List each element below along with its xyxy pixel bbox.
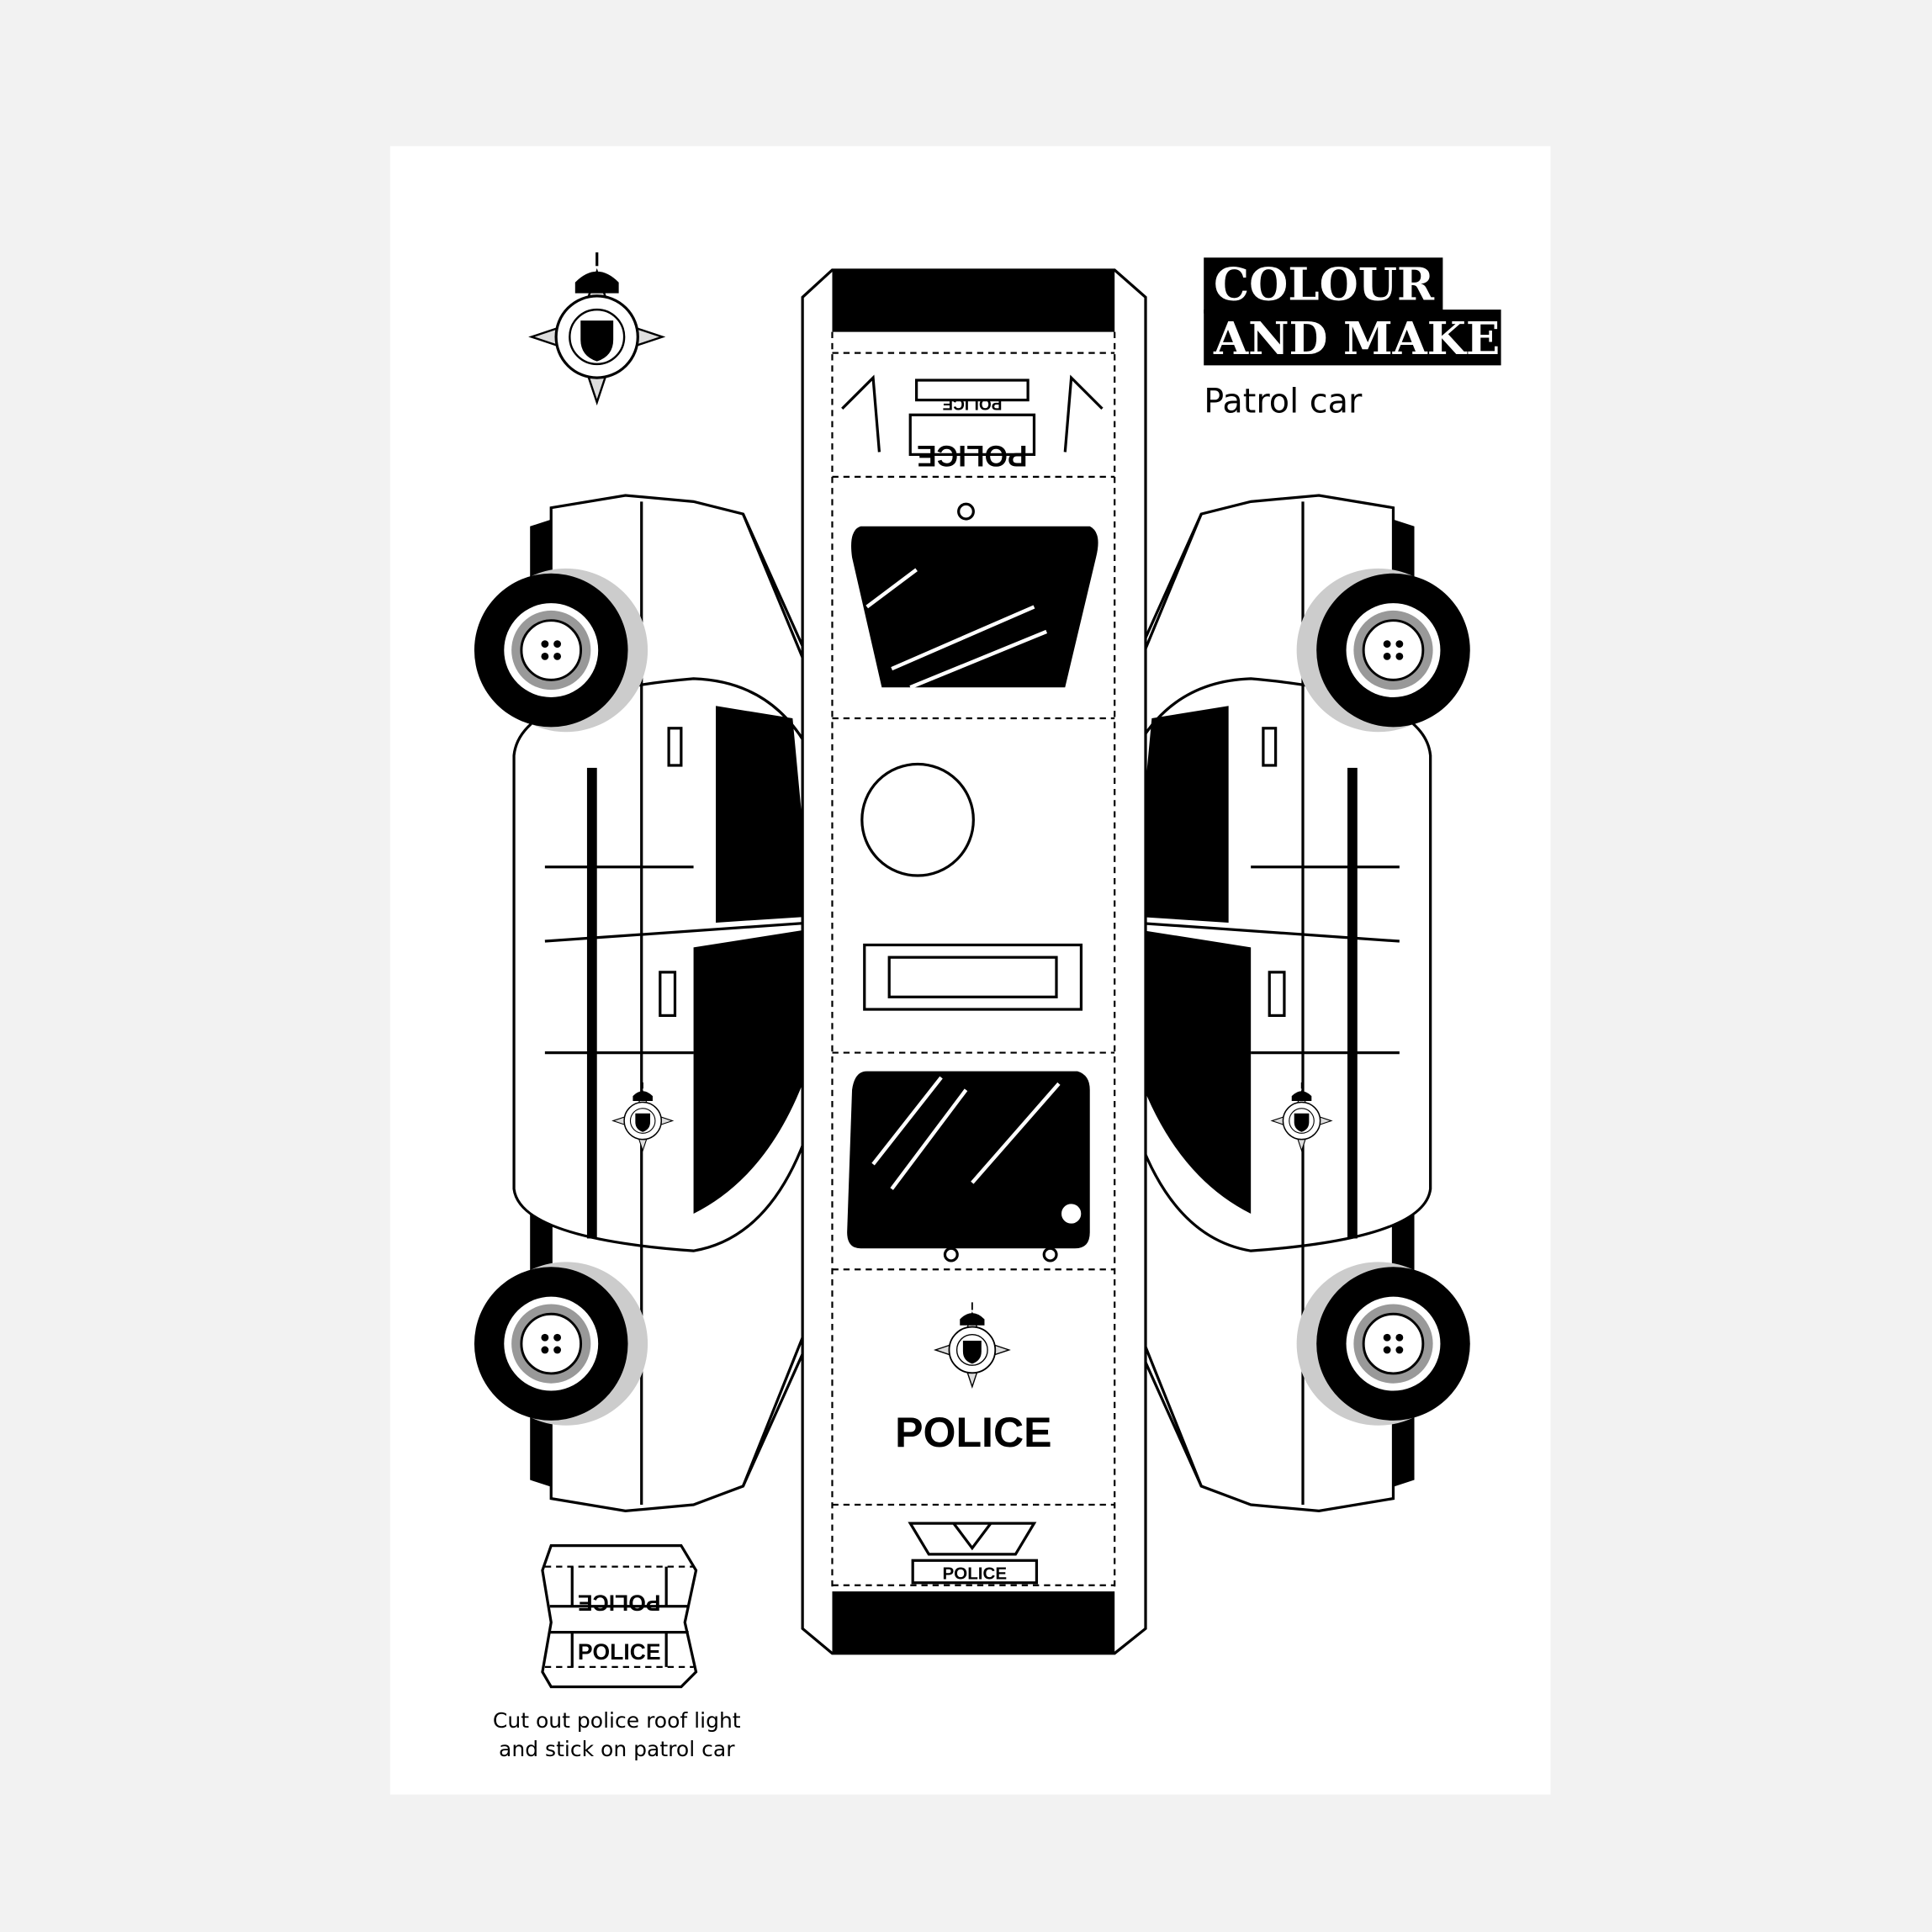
title-line-2: AND MAKE bbox=[1213, 313, 1500, 365]
page-subtitle: Patrol car bbox=[1204, 382, 1363, 421]
hood-police-label: POLICE bbox=[895, 1409, 1051, 1456]
instruction-line-1: Cut out police roof light bbox=[493, 1708, 741, 1733]
rear-police-label-small: POLICE bbox=[942, 394, 1002, 412]
instruction-line-2: and stick on patrol car bbox=[499, 1737, 735, 1761]
title-line-1: COLOUR bbox=[1214, 258, 1435, 310]
roof-light-label-bottom: POLICE bbox=[578, 1639, 661, 1665]
page-title: COLOUR AND MAKE bbox=[1204, 257, 1501, 366]
car-left-side bbox=[474, 495, 833, 1511]
car-top-net: POLICE POLICE POLICE POLICE bbox=[801, 268, 1147, 1655]
roof-light-cutout: POLICE POLICE bbox=[541, 1543, 698, 1689]
bumper-police-label: POLICE bbox=[942, 1564, 1007, 1583]
roof-light-label-top: POLICE bbox=[578, 1590, 661, 1615]
car-right-side bbox=[1112, 495, 1470, 1511]
rear-police-label-large: POLICE bbox=[917, 439, 1028, 472]
